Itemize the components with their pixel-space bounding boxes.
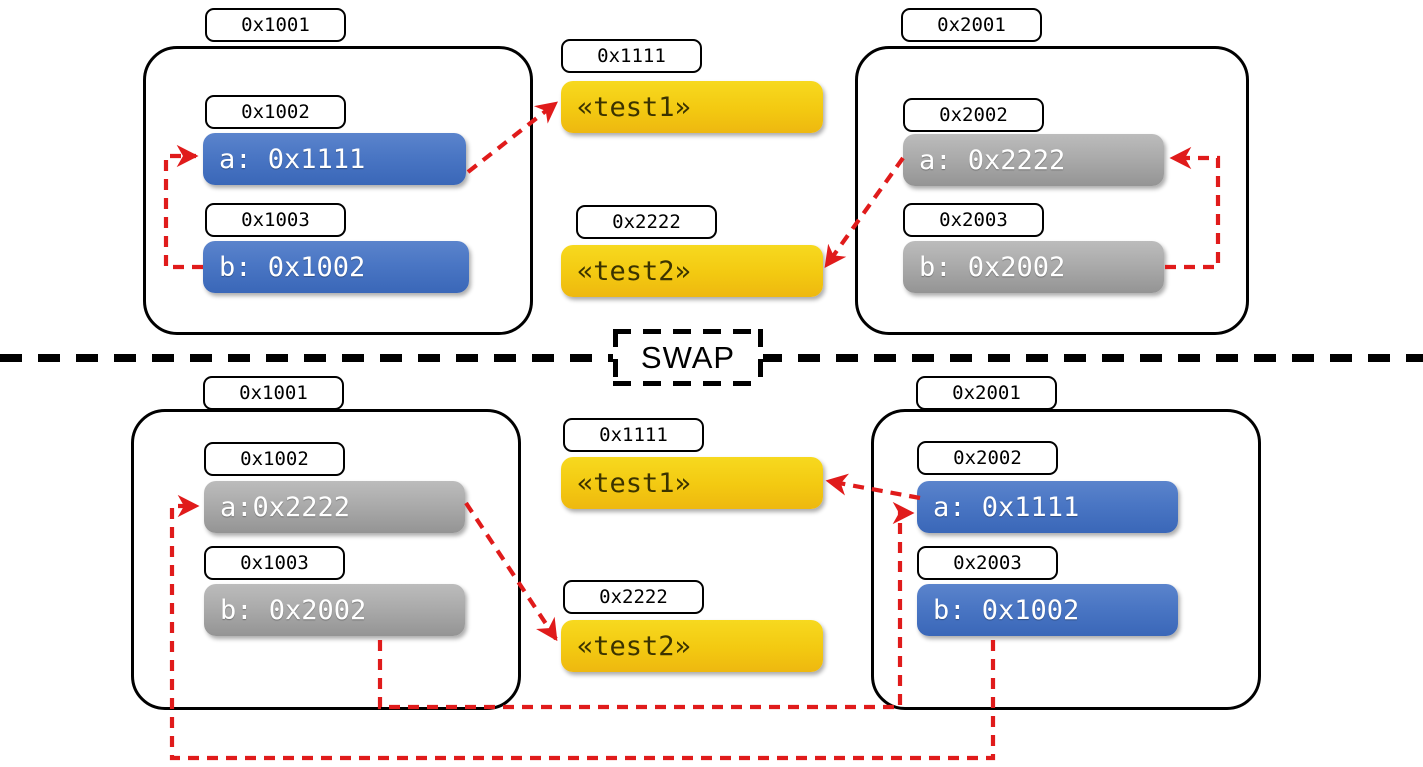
after-left-frame-address: 0x1001: [203, 376, 344, 410]
before-left-slot0-address: 0x1002: [205, 95, 346, 129]
after-left-slot0-cell: a:0x2222: [204, 481, 465, 533]
after-heap1-cell: «test2»: [561, 620, 823, 672]
before-heap1-cell: «test2»: [561, 245, 823, 297]
before-right-slot1-cell: b: 0x2002: [903, 241, 1164, 293]
before-right-slot0-cell: a: 0x2222: [903, 134, 1164, 186]
after-heap0-address: 0x1111: [563, 418, 704, 452]
after-left-slot1-cell: b: 0x2002: [204, 584, 465, 636]
after-right-slot1-cell: b: 0x1002: [917, 584, 1178, 636]
after-right-slot0-cell: a: 0x1111: [917, 481, 1178, 533]
after-right-slot1-address: 0x2003: [917, 546, 1058, 580]
before-heap0-address: 0x1111: [561, 39, 702, 73]
before-left-slot1-address: 0x1003: [205, 203, 346, 237]
swap-badge-label: SWAP: [640, 339, 736, 375]
before-right-frame-address: 0x2001: [901, 8, 1042, 42]
before-right-slot1-address: 0x2003: [903, 203, 1044, 237]
before-heap0-cell: «test1»: [561, 81, 823, 133]
before-left-frame-address: 0x1001: [205, 8, 346, 42]
swap-badge-border-right: [758, 329, 763, 386]
after-right-slot0-address: 0x2002: [917, 441, 1058, 475]
after-heap1-address: 0x2222: [563, 580, 704, 614]
swap-badge: SWAP: [613, 329, 763, 386]
before-left-slot0-cell: a: 0x1111: [203, 133, 466, 185]
swap-badge-border-top: [613, 329, 763, 334]
after-right-frame-address: 0x2001: [916, 376, 1057, 410]
after-left-slot1-address: 0x1003: [204, 546, 345, 580]
after-heap0-cell: «test1»: [561, 457, 823, 509]
before-heap1-address: 0x2222: [576, 205, 717, 239]
after-left-slot0-address: 0x1002: [204, 442, 345, 476]
swap-badge-border-bottom: [613, 381, 763, 386]
before-left-slot1-cell: b: 0x1002: [203, 241, 469, 293]
swap-badge-border-left: [613, 329, 618, 386]
before-right-slot0-address: 0x2002: [903, 98, 1044, 132]
